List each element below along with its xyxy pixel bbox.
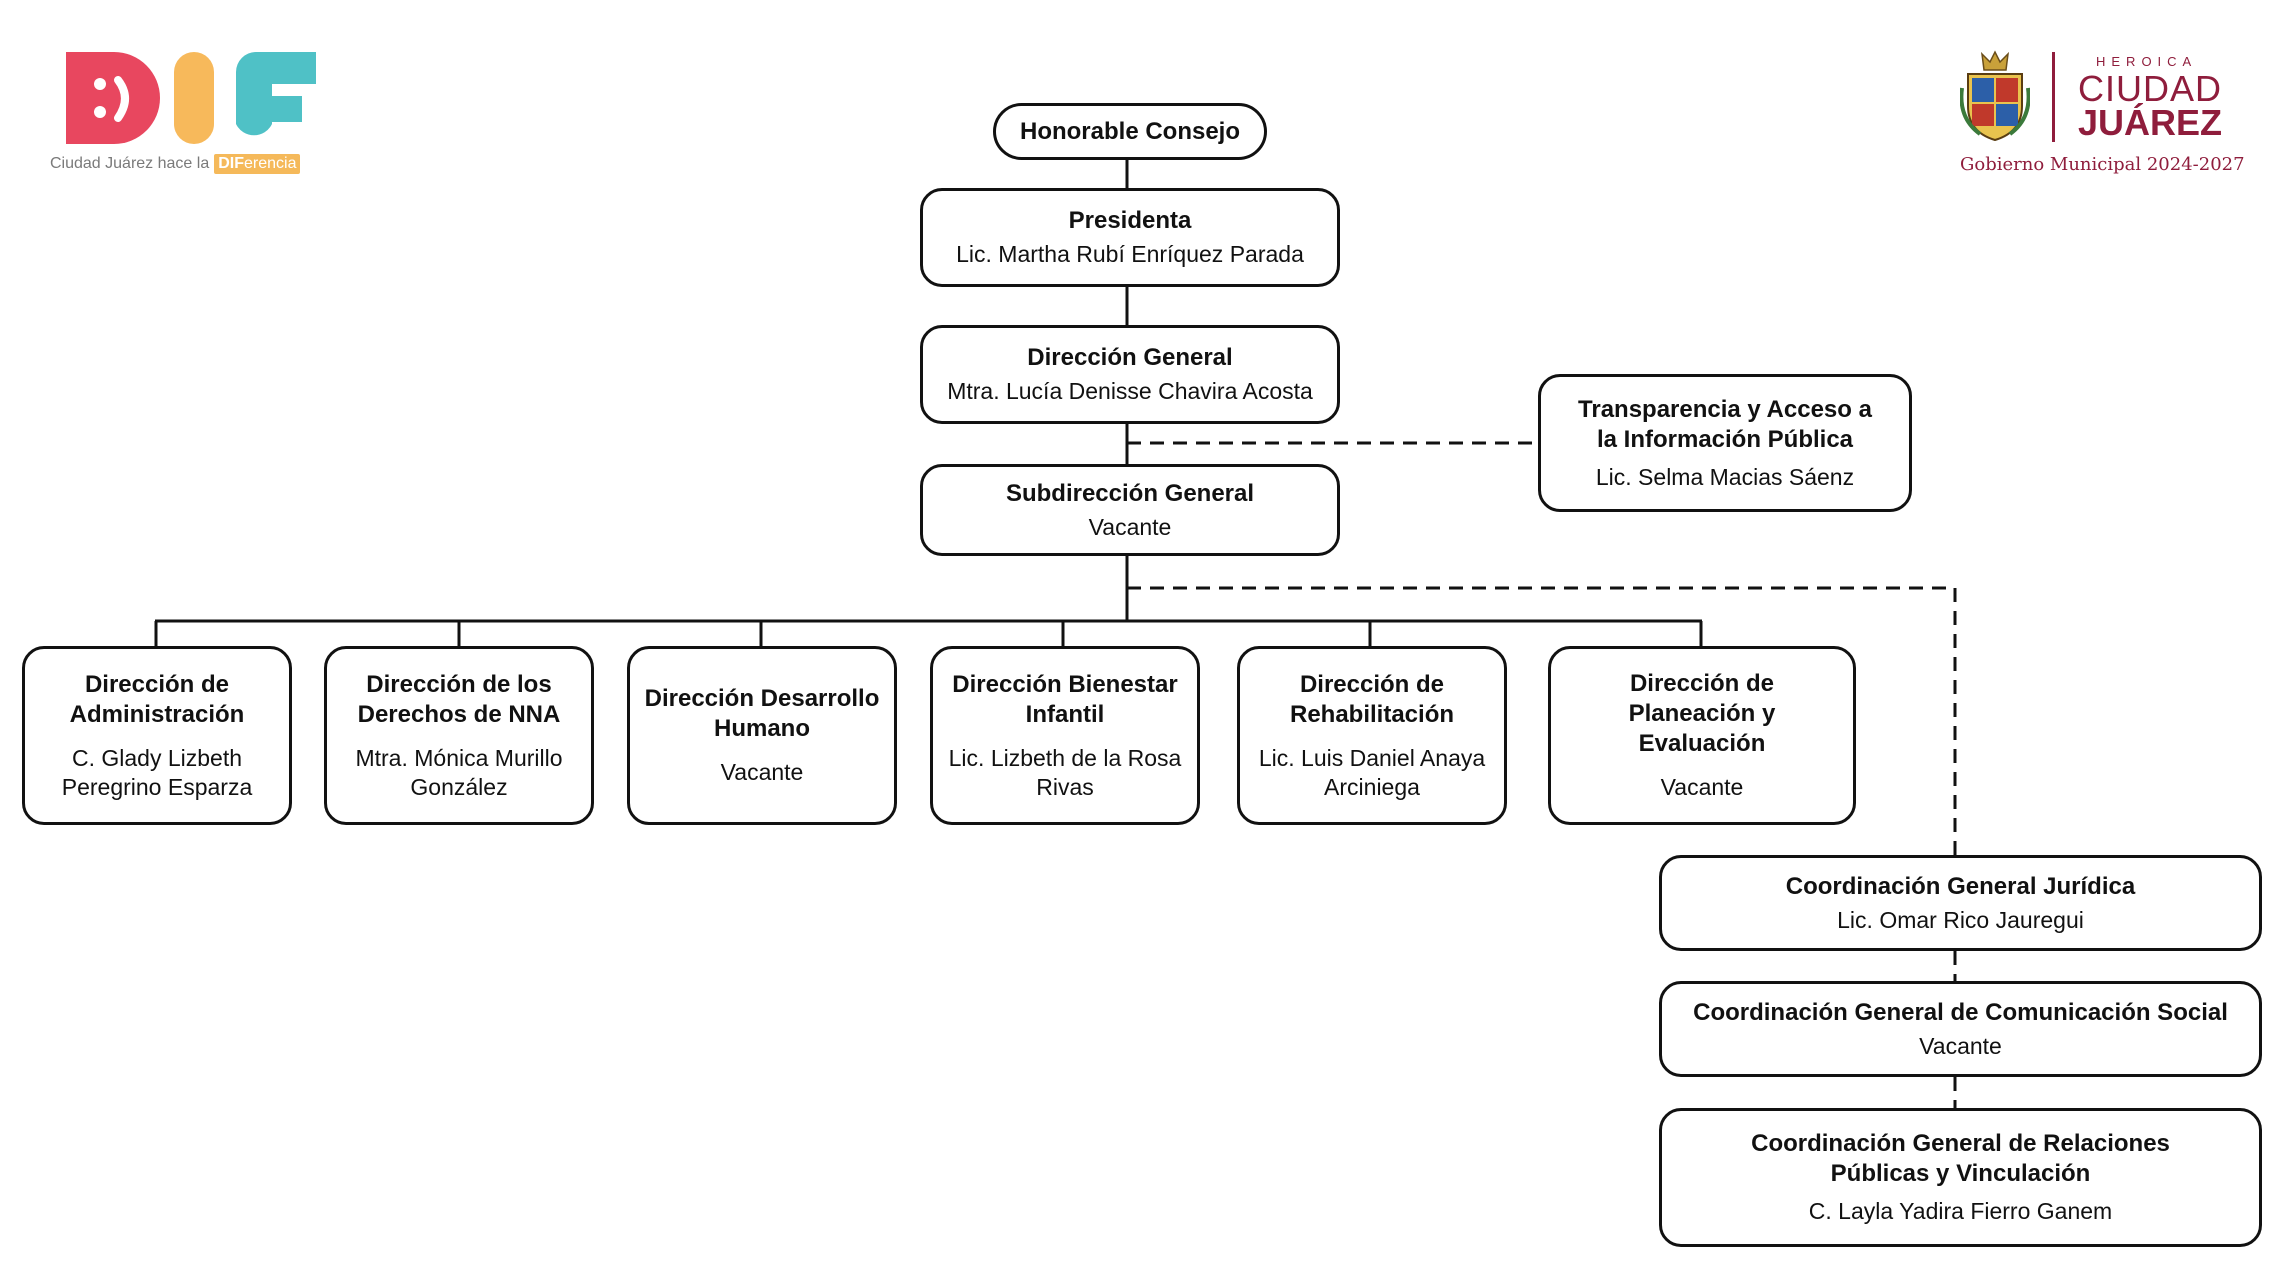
coat-of-arms-icon xyxy=(1960,50,2030,142)
dif-tagline-text: Ciudad Juárez hace la xyxy=(50,155,210,172)
logo-ciudad: CIUDAD xyxy=(2078,68,2223,109)
node-holder: Mtra. Mónica Murillo González xyxy=(355,744,563,800)
node-title: Coordinación General de Comunicación Soc… xyxy=(1693,998,2228,1026)
node-holder: Mtra. Lucía Denisse Chavira Acosta xyxy=(947,378,1313,404)
node-holder: Vacante xyxy=(1919,1032,2002,1059)
node-title: Dirección de Rehabilitación xyxy=(1289,670,1455,728)
node-holder: C. Glady Lizbeth Peregrino Esparza xyxy=(61,744,253,800)
node-holder: Lic. Martha Rubí Enríquez Parada xyxy=(956,241,1304,267)
node-title: Dirección de Administración xyxy=(69,670,245,728)
node-honorable-consejo: Honorable Consejo xyxy=(993,103,1267,160)
node-holder: Lic. Omar Rico Jauregui xyxy=(1837,906,2084,933)
node-title: Dirección de los Derechos de NNA xyxy=(357,670,561,728)
node-title: Subdirección General xyxy=(1005,479,1255,507)
node-title: Transparencia y Acceso a la Información … xyxy=(1578,395,1872,453)
logo-gobierno-municipal: Gobierno Municipal 2024-2027 xyxy=(1960,154,2245,175)
node-coordinacion-comunicacion-social: Coordinación General de Comunicación Soc… xyxy=(1659,981,2262,1077)
node-coordinacion-juridica: Coordinación General Jurídica Lic. Omar … xyxy=(1659,855,2262,951)
node-direccion-rehabilitacion: Dirección de Rehabilitación Lic. Luis Da… xyxy=(1237,646,1507,825)
node-holder: Lic. Lizbeth de la Rosa Rivas xyxy=(948,744,1182,800)
node-holder: C. Layla Yadira Fierro Ganem xyxy=(1808,1198,2113,1224)
logo-heroica: HEROICA xyxy=(2096,54,2198,69)
node-title: Dirección Bienestar Infantil xyxy=(952,670,1178,728)
dif-tagline: Ciudad Juárez hace la DIFerencia xyxy=(50,154,301,174)
node-title: Coordinación General Jurídica xyxy=(1785,872,2136,900)
node-title: Dirección de Planeación y Evaluación xyxy=(1628,670,1788,757)
node-direccion-desarrollo-humano: Dirección Desarrollo Humano Vacante xyxy=(627,646,897,825)
node-title: Presidenta xyxy=(1068,207,1192,234)
dif-letters-icon xyxy=(66,52,316,144)
node-subdireccion-general: Subdirección General Vacante xyxy=(920,464,1340,556)
dif-logo: Ciudad Juárez hace la DIFerencia xyxy=(50,46,320,186)
node-direccion-planeacion: Dirección de Planeación y Evaluación Vac… xyxy=(1548,646,1856,825)
node-direccion-bienestar-infantil: Dirección Bienestar Infantil Lic. Lizbet… xyxy=(930,646,1200,825)
node-transparencia: Transparencia y Acceso a la Información … xyxy=(1538,374,1912,512)
node-coordinacion-relaciones-publicas: Coordinación General de Relaciones Públi… xyxy=(1659,1108,2262,1247)
node-holder: Vacante xyxy=(1088,513,1172,540)
node-title: Dirección General xyxy=(1027,344,1233,371)
node-holder: Vacante xyxy=(1660,774,1744,800)
node-title: Dirección Desarrollo Humano xyxy=(644,685,880,742)
dif-tagline-highlight: DIFerencia xyxy=(214,154,301,174)
node-title: Honorable Consejo xyxy=(1019,117,1241,145)
logo-juarez: JUÁREZ xyxy=(2078,102,2223,143)
node-direccion-administracion: Dirección de Administración C. Glady Liz… xyxy=(22,646,292,825)
node-holder: Lic. Selma Macias Sáenz xyxy=(1595,463,1855,490)
logo-divider xyxy=(2052,52,2055,142)
node-direccion-derechos-nna: Dirección de los Derechos de NNA Mtra. M… xyxy=(324,646,594,825)
node-holder: Lic. Luis Daniel Anaya Arciniega xyxy=(1258,744,1486,800)
node-title: Coordinación General de Relaciones Públi… xyxy=(1751,1130,2170,1187)
node-direccion-general: Dirección General Mtra. Lucía Denisse Ch… xyxy=(920,325,1340,424)
node-holder: Vacante xyxy=(720,759,804,785)
node-presidenta: Presidenta Lic. Martha Rubí Enríquez Par… xyxy=(920,188,1340,287)
municipal-logo: HEROICA CIUDAD JUÁREZ Gobierno Municipal… xyxy=(1960,48,2245,183)
